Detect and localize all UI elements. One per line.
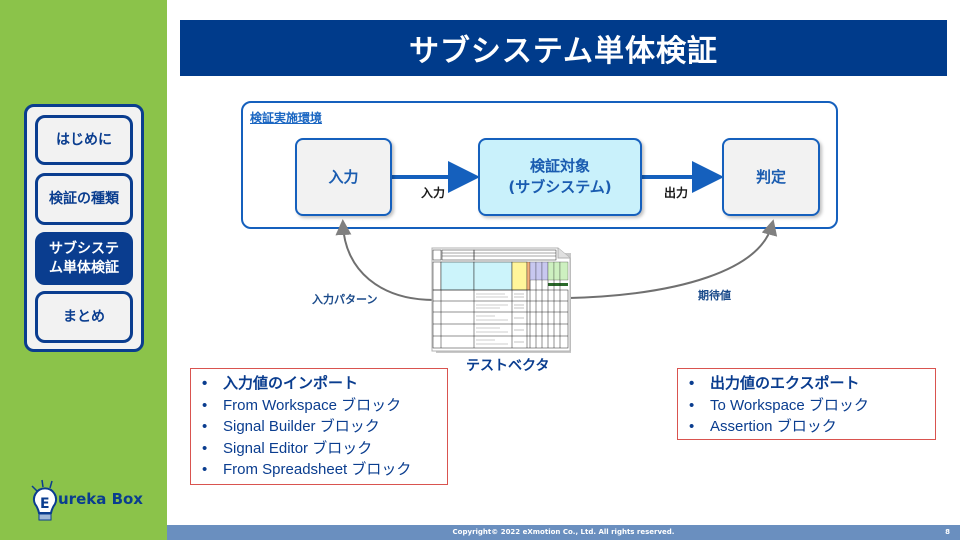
sidebar: はじめに 検証の種類 サブシステム単体検証 まとめ E ureka Box — [0, 0, 167, 540]
nav-item-label: まとめ — [63, 308, 105, 325]
nav-item-label: サブシステム単体検証 — [49, 240, 119, 276]
list-item: From Workspace ブロック — [191, 395, 447, 417]
list-item: 出力値のエクスポート — [678, 373, 935, 395]
export-methods-box: 出力値のエクスポート To Workspace ブロック Assertion ブ… — [677, 368, 936, 440]
judgement-block-label: 判定 — [755, 167, 786, 186]
nav-item-summary[interactable]: まとめ — [35, 291, 133, 343]
footer: Copyright© 2022 eXmotion Co., Ltd. All r… — [167, 525, 960, 540]
import-methods-box: 入力値のインポート From Workspace ブロック Signal Bui… — [190, 368, 448, 485]
input-block-label: 入力 — [328, 167, 359, 186]
page-number: 8 — [945, 528, 950, 536]
test-vector-spreadsheet-icon — [431, 247, 571, 353]
page-title: サブシステム単体検証 — [408, 34, 719, 69]
nav-item-label: 検証の種類 — [49, 190, 119, 207]
nav-item-subsystem-unit-verification[interactable]: サブシステム単体検証 — [35, 232, 133, 285]
logo-text: ureka Box — [58, 490, 143, 508]
arrow-expected-value — [568, 219, 778, 299]
arrow-input-pattern — [335, 219, 435, 301]
copyright-text: Copyright© 2022 eXmotion Co., Ltd. All r… — [452, 528, 675, 536]
verification-target-block: 検証対象 (サブシステム) — [478, 138, 642, 216]
judgement-block: 判定 — [722, 138, 820, 216]
eureka-box-logo: E ureka Box — [30, 478, 150, 526]
nav-item-intro[interactable]: はじめに — [35, 115, 133, 165]
export-methods-list: 出力値のエクスポート To Workspace ブロック Assertion ブ… — [678, 373, 935, 438]
verification-environment-label: 検証実施環境 — [250, 111, 323, 125]
input-block: 入力 — [295, 138, 392, 216]
list-item: 入力値のインポート — [191, 373, 447, 395]
title-bar: サブシステム単体検証 — [180, 20, 947, 76]
import-methods-list: 入力値のインポート From Workspace ブロック Signal Bui… — [191, 373, 447, 481]
input-arrow-label: 入力 — [421, 186, 446, 200]
list-item: To Workspace ブロック — [678, 395, 935, 417]
nav-item-verification-types[interactable]: 検証の種類 — [35, 173, 133, 225]
verification-target-label: 検証対象 — [529, 157, 590, 175]
expected-value-label: 期待値 — [698, 289, 731, 302]
output-arrow-label: 出力 — [664, 186, 689, 200]
test-vector-label: テストベクタ — [466, 358, 550, 374]
nav-item-label: はじめに — [56, 131, 112, 148]
list-item: Signal Editor ブロック — [191, 438, 447, 460]
list-item: Signal Builder ブロック — [191, 416, 447, 438]
svg-text:E: E — [40, 496, 50, 512]
list-item: From Spreadsheet ブロック — [191, 459, 447, 481]
input-pattern-label: 入力パターン — [312, 293, 378, 306]
list-item: Assertion ブロック — [678, 416, 935, 438]
section-nav: はじめに 検証の種類 サブシステム単体検証 まとめ — [24, 104, 144, 352]
subsystem-label: (サブシステム) — [508, 178, 612, 196]
lightbulb-icon: E — [31, 479, 57, 521]
